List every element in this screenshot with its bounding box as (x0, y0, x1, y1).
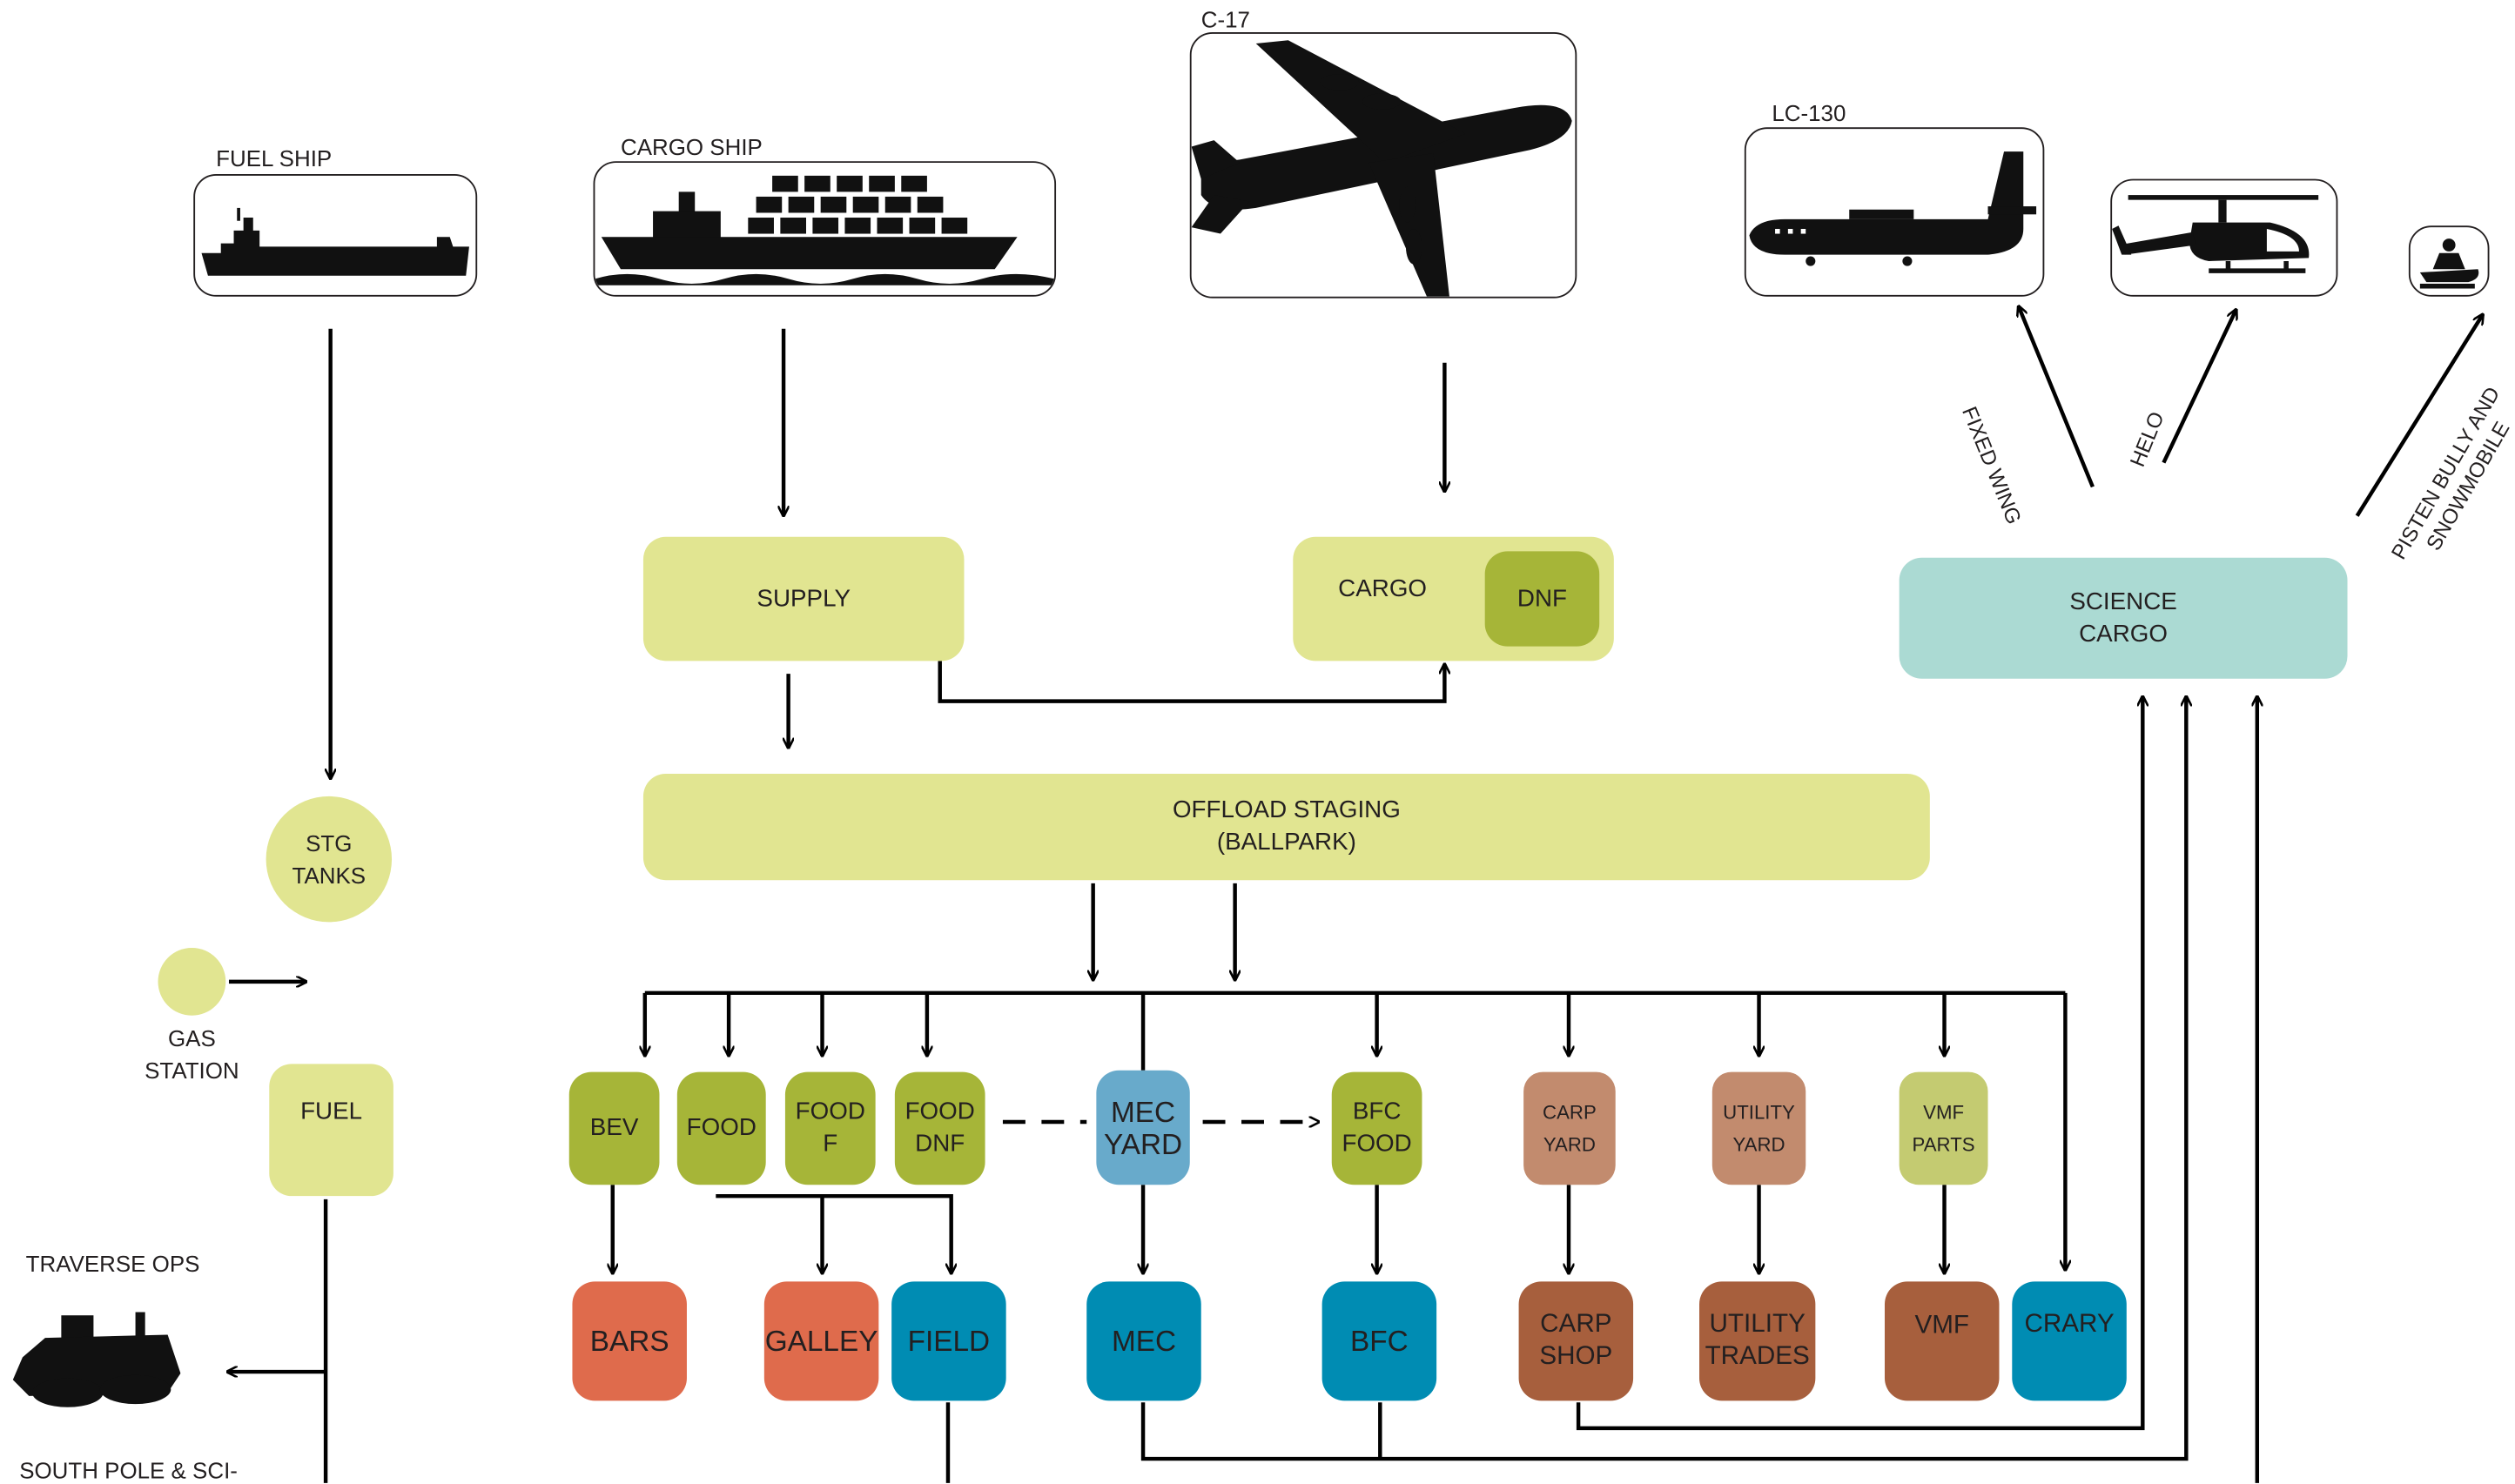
helo-frame (2110, 178, 2338, 297)
bev-node: BEV (568, 1071, 660, 1185)
stg-tanks-node: STG TANKS (266, 796, 393, 923)
bfc-node: BFC (1321, 1281, 1437, 1401)
lc130-frame (1744, 127, 2045, 297)
snowmobile-frame (2408, 225, 2490, 297)
supply-node: SUPPLY (642, 536, 965, 661)
snowmobile-icon (2419, 238, 2479, 289)
galley-node: GALLEY (763, 1281, 879, 1401)
south-pole-label: SOUTH POLE & SCI- (19, 1457, 238, 1483)
bfc-food-node: BFC FOOD (1331, 1071, 1422, 1185)
offload-staging-node: OFFLOAD STAGING (BALLPARK) (642, 773, 1930, 881)
utility-trades-node: UTILITY TRADES (1699, 1281, 1816, 1401)
c17-frame (1189, 32, 1577, 299)
helicopter-icon (2112, 195, 2319, 273)
crary-node: CRARY (2012, 1281, 2127, 1401)
mec-yard-node: MEC YARD (1096, 1070, 1190, 1185)
food-node: FOOD (676, 1071, 766, 1185)
carp-shop-node: CARP SHOP (1518, 1281, 1634, 1401)
propeller-plane-icon (1749, 151, 2037, 266)
carp-yard-node: CARP YARD (1523, 1071, 1616, 1185)
food-dnf-node: FOOD DNF (894, 1071, 985, 1185)
science-cargo-node: SCIENCE CARGO (1899, 557, 2348, 679)
vmf-parts-node: VMF PARTS (1899, 1071, 1988, 1185)
mec-node: MEC (1086, 1281, 1201, 1401)
lc130-label: LC-130 (1772, 99, 1846, 126)
tanker-silhouette-icon (201, 207, 469, 276)
fuel-node: FUEL (269, 1064, 393, 1197)
jet-airplane-icon (1191, 40, 1572, 297)
cargo-ship-label: CARGO SHIP (621, 133, 763, 160)
gas-station-dot (158, 947, 226, 1016)
bars-node: BARS (572, 1281, 687, 1401)
line-supply-dnf (938, 661, 1445, 703)
tractor-train-icon (12, 1312, 181, 1407)
dnf-node: DNF (1484, 551, 1600, 647)
food-f-node: FOOD F (784, 1071, 876, 1185)
utility-yard-node: UTILITY YARD (1711, 1071, 1806, 1185)
traverse-ops-label: TRAVERSE OPS (25, 1251, 200, 1277)
field-node: FIELD (891, 1281, 1006, 1401)
gas-station-label: GAS STATION (145, 1024, 239, 1084)
fuel-ship-frame (193, 174, 478, 297)
vmf-node: VMF (1884, 1281, 2000, 1401)
fuel-ship-label: FUEL SHIP (216, 144, 333, 171)
c17-label: C-17 (1200, 6, 1250, 33)
cargo-ship-frame (593, 161, 1057, 297)
container-ship-icon (595, 175, 1055, 285)
cargo-label: CARGO (1338, 574, 1428, 602)
